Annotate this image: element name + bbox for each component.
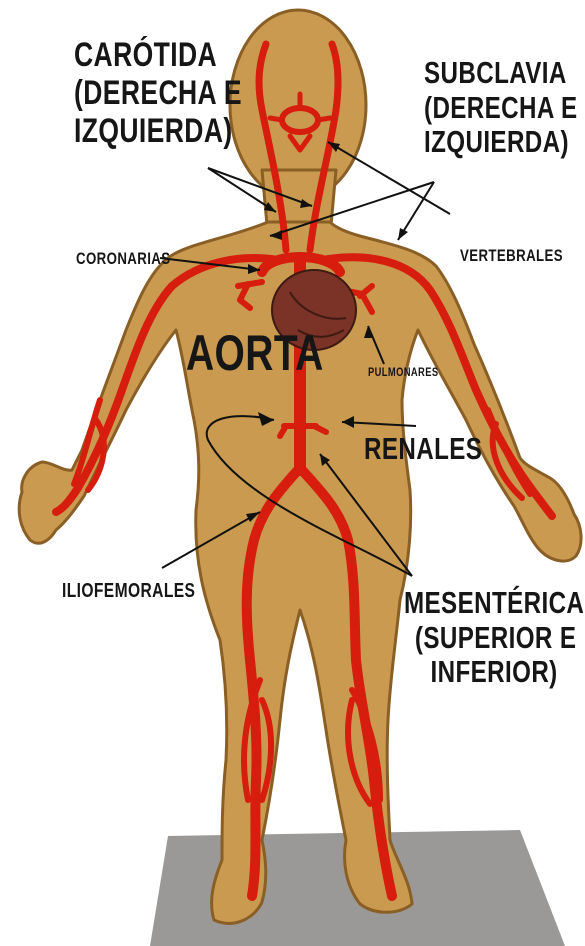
iliofemoral-label: ILIOFEMORALES [62, 580, 195, 602]
mesenteric-label-line-2: (SUPERIOR E [404, 621, 585, 656]
subclavian-label: SUBCLAVIA (DERECHA E IZQUIERDA) [424, 56, 577, 160]
vertebral-label: VERTEBRALES [460, 246, 563, 265]
carotid-label: CARÓTIDA (DERECHA E IZQUIERDA) [74, 36, 242, 150]
coronary-label: CORONARIAS [76, 249, 171, 268]
carotid-label-line-3: IZQUIERDA) [74, 112, 242, 150]
carotid-label-line-2: (DERECHA E [74, 74, 242, 112]
renal-label: RENALES [364, 432, 482, 467]
pulmonary-label: PULMONARES [368, 366, 438, 379]
subclavian-label-line-1: SUBCLAVIA [424, 56, 577, 91]
mesenteric-label-line-3: INFERIOR) [404, 655, 585, 690]
aorta-label: AORTA [186, 328, 324, 378]
carotid-label-line-1: CARÓTIDA [74, 36, 242, 74]
subclavian-label-line-2: (DERECHA E [424, 91, 577, 126]
mesenteric-label: MESENTÉRICAS (SUPERIOR E INFERIOR) [404, 586, 585, 690]
mesenteric-label-line-1: MESENTÉRICAS [404, 586, 585, 621]
subclavian-label-line-3: IZQUIERDA) [424, 125, 577, 160]
